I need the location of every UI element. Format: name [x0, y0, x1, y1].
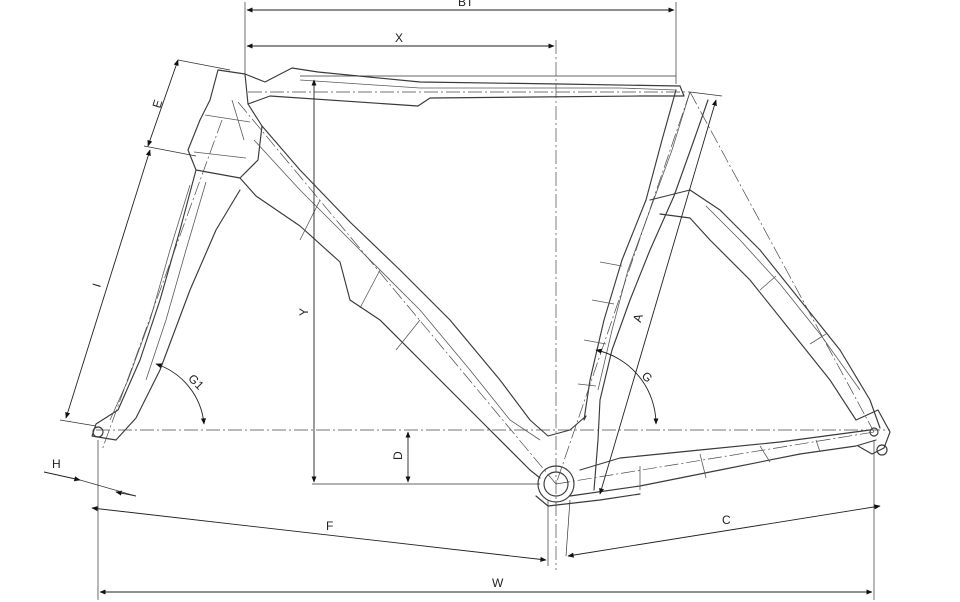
label-bt: BT [458, 0, 474, 9]
down-tube [261, 125, 587, 437]
head-tube [187, 69, 263, 179]
seat-stay [649, 189, 881, 429]
label-x: X [395, 31, 403, 45]
chain-stay [569, 439, 877, 497]
label-c: C [722, 513, 731, 527]
label-w: W [492, 576, 504, 590]
angle-g [595, 348, 659, 425]
label-g1: G1 [185, 371, 206, 392]
top-tube [244, 67, 685, 107]
label-d: D [391, 451, 405, 460]
label-f: F [326, 519, 333, 533]
dimension-a [599, 99, 717, 495]
label-i: I [89, 282, 103, 289]
angle-g1 [155, 363, 206, 425]
center-lines [96, 40, 890, 570]
dimension-h [43, 471, 81, 482]
label-g: G [639, 369, 656, 386]
label-y: Y [297, 308, 311, 316]
rear-dropout-axle [876, 444, 888, 456]
label-a: A [630, 312, 646, 324]
dimension-f [91, 506, 547, 562]
rear-dropout [855, 409, 891, 455]
dimension-lines [43, 2, 881, 600]
dimension-e [147, 59, 179, 147]
bike-frame [91, 67, 891, 507]
label-e: E [150, 98, 166, 110]
fork [91, 169, 241, 441]
label-h: H [52, 457, 61, 471]
dimension-i [65, 149, 151, 419]
seat-tube [583, 89, 677, 421]
front-dropout-axle [92, 426, 104, 438]
dimension-c [567, 504, 881, 558]
